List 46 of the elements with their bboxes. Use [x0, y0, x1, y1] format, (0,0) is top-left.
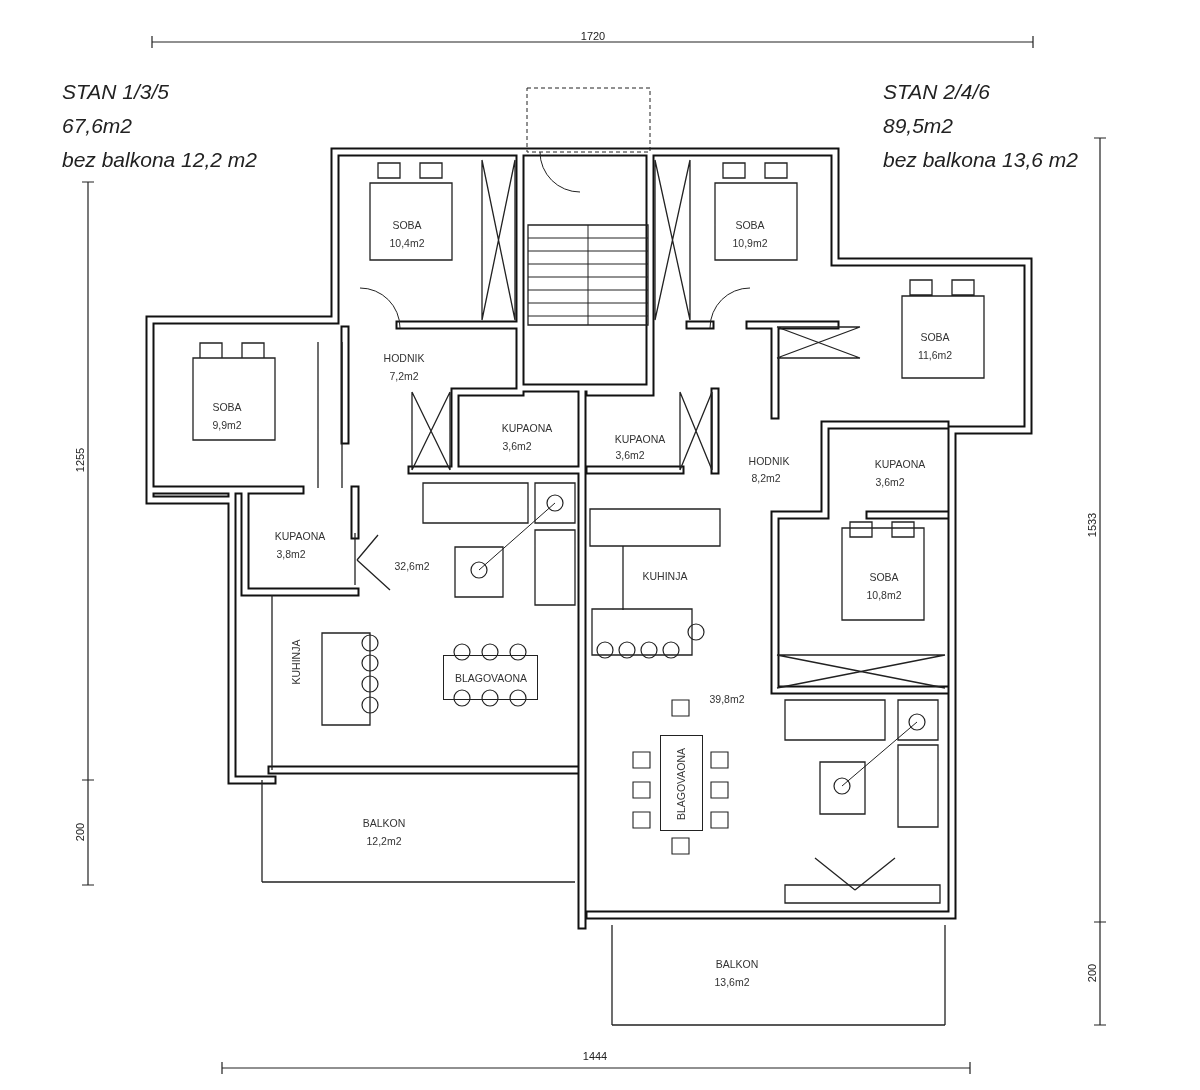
room-name: KUPAONA: [501, 423, 553, 435]
dining-table: [660, 735, 703, 831]
room-name: SOBA: [212, 402, 242, 414]
room-name: SOBA: [735, 220, 765, 232]
dimension-label: 200: [73, 822, 87, 842]
room-area: 3,6m2: [615, 450, 645, 462]
room-area: 11,6m2: [917, 350, 953, 362]
room-name: SOBA: [392, 220, 422, 232]
dimension-label: 1444: [582, 1049, 608, 1063]
dimension-label: 1533: [1085, 512, 1099, 538]
room-name: SOBA: [920, 332, 950, 344]
table-label: BLAGOVAONA: [676, 747, 688, 821]
room-name: KUHINJA: [291, 639, 303, 685]
room-name: KUPAONA: [274, 531, 326, 543]
dimension-label: 1720: [580, 29, 606, 43]
room-area: 10,8m2: [866, 590, 902, 602]
room-area: 3,6m2: [502, 441, 532, 453]
room-name: SOBA: [869, 572, 899, 584]
room-area: 13,6m2: [714, 977, 750, 989]
room-name: BALKON: [362, 818, 406, 830]
room-area: 3,6m2: [875, 477, 905, 489]
apartment-area: 89,5m2: [883, 114, 954, 138]
room-area: 7,2m2: [389, 371, 419, 383]
apartment-title: STAN 2/4/6: [883, 80, 990, 104]
room-area: 12,2m2: [366, 836, 402, 848]
room-area: 10,4m2: [389, 238, 425, 250]
area-note: bez balkona 13,6 m2: [883, 148, 1078, 172]
room-area: 32,6m2: [394, 561, 430, 573]
dining-table: [443, 655, 538, 700]
room-area: 10,9m2: [732, 238, 768, 250]
room-area: 8,2m2: [751, 473, 781, 485]
room-name: KUHINJA: [642, 571, 688, 583]
table-label: BLAGOVAONA: [454, 673, 528, 685]
room-name: HODNIK: [383, 353, 425, 365]
room-name: HODNIK: [748, 456, 790, 468]
room-area: 39,8m2: [709, 694, 745, 706]
room-area: 9,9m2: [212, 420, 242, 432]
room-name: BALKON: [715, 959, 759, 971]
apartment-area: 67,6m2: [62, 114, 133, 138]
room-area: 3,8m2: [276, 549, 306, 561]
room-name: KUPAONA: [614, 434, 666, 446]
area-note: bez balkona 12,2 m2: [62, 148, 257, 172]
apartment-title: STAN 1/3/5: [62, 80, 169, 104]
dimension-label: 1255: [73, 447, 87, 473]
room-name: KUPAONA: [874, 459, 926, 471]
dimension-label: 200: [1085, 963, 1099, 983]
